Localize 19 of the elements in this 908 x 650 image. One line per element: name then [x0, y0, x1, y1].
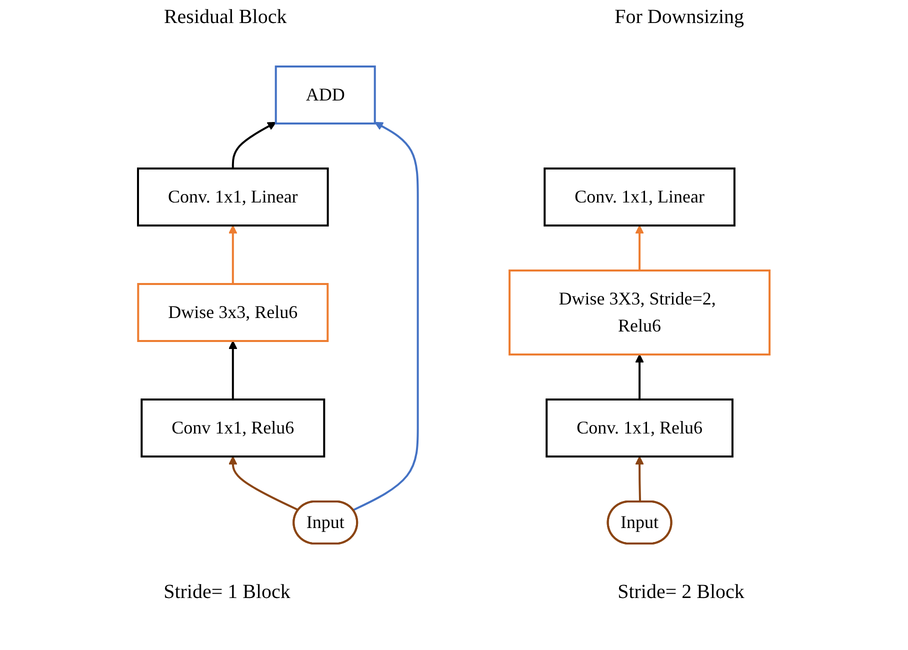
node-box: Conv. 1x1, Relu6 [546, 398, 734, 458]
block-caption: Stride= 1 Block [164, 581, 290, 604]
arrow [635, 456, 644, 502]
node-box: Dwise 3X3, Stride=2, Relu6 [508, 270, 771, 356]
arrow [228, 340, 238, 400]
node-box: Dwise 3x3, Relu6 [137, 283, 329, 342]
node-box: Conv 1x1, Relu6 [140, 398, 326, 458]
arrow [352, 122, 420, 512]
block-caption: Stride= 2 Block [618, 581, 744, 604]
arrow [228, 456, 300, 512]
node-box: Conv. 1x1, Linear [544, 168, 736, 226]
node-box: Conv. 1x1, Linear [137, 168, 330, 226]
arrow [635, 354, 644, 400]
block-caption: For Downsizing [614, 6, 744, 29]
arrow [232, 122, 276, 168]
arrow [228, 225, 238, 284]
arrow [635, 225, 644, 270]
node-box: ADD [275, 66, 376, 124]
block-caption: Residual Block [164, 6, 287, 29]
